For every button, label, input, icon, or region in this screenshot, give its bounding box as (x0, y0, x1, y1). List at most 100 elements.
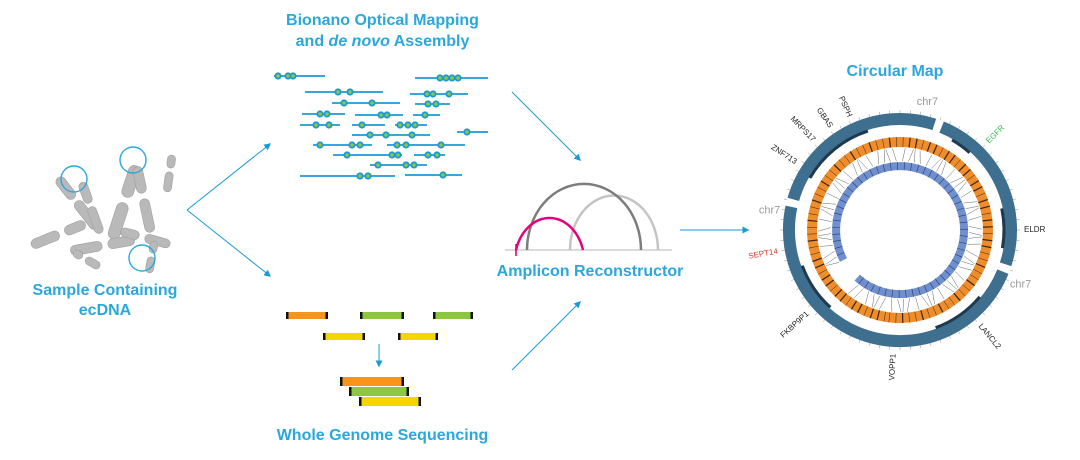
coverage-tick (938, 147, 944, 157)
coverage-tick (937, 303, 944, 313)
contig-tick (836, 205, 845, 210)
scale-tick (920, 345, 922, 349)
contig-tick (917, 287, 921, 295)
alignment-line (967, 207, 980, 215)
scale-tick (920, 111, 922, 115)
coverage-tick (838, 159, 846, 168)
alignment-line (834, 179, 846, 189)
scale-tick (975, 137, 978, 141)
outer-ring-segment (787, 112, 937, 202)
contig-tick (954, 200, 962, 205)
coverage-tick (825, 279, 835, 287)
contig-tick (943, 183, 950, 190)
coverage-tick (814, 193, 824, 198)
alignment-line (907, 298, 910, 312)
coverage-tick (926, 308, 931, 319)
alignment-line (819, 245, 833, 247)
contig-tick (834, 246, 843, 249)
contig-tick (948, 264, 956, 271)
contig-tick (956, 207, 965, 211)
chromosome (132, 166, 155, 233)
coverage-tick (862, 144, 867, 155)
scale-tick (830, 131, 834, 135)
coverage-tick (920, 310, 924, 321)
arc-dark (525, 182, 643, 251)
alignment-line (885, 149, 891, 162)
bionano-title: Bionano Optical Mapping and de novo Asse… (255, 10, 510, 52)
outer-ring-highlight (1000, 208, 1006, 249)
alignment-line (865, 291, 869, 305)
outer-ring-highlight (808, 129, 869, 179)
contig-tick (832, 219, 841, 222)
scale-tick (1001, 169, 1005, 172)
scale-tick (939, 117, 942, 121)
scale-tick (958, 331, 961, 335)
alignment-line (858, 159, 868, 170)
arc-magenta (514, 216, 585, 251)
scale-tick (939, 339, 942, 343)
coverage-tick (981, 212, 992, 215)
contig-tick (882, 164, 886, 172)
scale-tick (839, 125, 842, 129)
coverage-tick (818, 269, 828, 275)
scale-tick (1012, 260, 1016, 262)
coverage-ring (807, 137, 993, 323)
scale-tick (822, 137, 825, 141)
alignment-line (925, 154, 933, 167)
coverage-tick (863, 306, 868, 316)
contig-tick (957, 247, 965, 251)
alignment-line (873, 295, 881, 308)
sample-title-line1: Sample Containing (32, 282, 178, 299)
chromosome-label: chr7 (917, 96, 938, 108)
coverage-tick (966, 174, 976, 181)
alignment-line (963, 201, 978, 204)
scale-tick (791, 179, 795, 181)
coverage-tick (820, 180, 830, 187)
coverage-tick (808, 245, 819, 249)
scale-tick (868, 114, 870, 118)
alignment-line (892, 148, 897, 162)
contig-tick (958, 241, 967, 244)
chromosome (145, 240, 159, 274)
sample-title-line2: ecDNA (78, 302, 132, 319)
contig-tick (922, 166, 926, 175)
contig-tick (934, 278, 941, 286)
alignment-line (958, 266, 972, 271)
alignment-line (826, 192, 839, 199)
amplicon-title: Amplicon Reconstructor (496, 263, 684, 280)
alignment-line (825, 256, 837, 265)
alignment-line (826, 262, 840, 266)
coverage-tick (868, 142, 873, 152)
coverage-tick (810, 251, 821, 256)
wgs-title: Whole Genome Sequencing (276, 427, 489, 444)
alignment-line (818, 233, 832, 237)
alignment-line (965, 205, 979, 209)
alignment-line (932, 290, 935, 305)
scale-tick (995, 160, 999, 164)
coverage-tick (908, 137, 911, 148)
coverage-tick (812, 257, 823, 263)
alignment-line (847, 284, 859, 294)
contig-tick (877, 286, 881, 295)
coverage-tick (829, 169, 837, 177)
scale-tick (966, 131, 970, 135)
alignment-line (941, 161, 947, 175)
outer-ring-highlight (935, 295, 981, 330)
gene-label: ELDR (1024, 225, 1046, 234)
alignment-line (946, 169, 956, 179)
contig-tick (938, 178, 945, 185)
alignment-line (968, 236, 982, 239)
bionano-title-line1: Bionano Optical Mapping (286, 12, 479, 29)
coverage-tick (948, 296, 956, 306)
coverage-tick (883, 311, 886, 322)
gene-label: EGFR (984, 123, 1006, 145)
contig-tick (929, 281, 934, 290)
alignment-line (950, 177, 963, 184)
alignment-line (897, 298, 902, 313)
alignment-line (818, 237, 832, 240)
coverage-tick (958, 288, 966, 297)
alignment-line (836, 178, 849, 185)
alignment-line (960, 190, 973, 198)
scale-tick (982, 144, 986, 148)
arc-light (568, 194, 660, 251)
